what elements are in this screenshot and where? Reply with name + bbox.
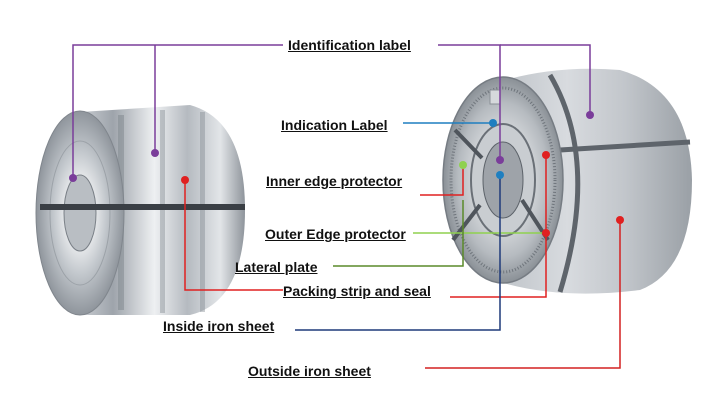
packing-left-leader: [184, 180, 283, 291]
outside-iron-sheet-text: Outside iron sheet: [248, 363, 371, 379]
marker-dot: [459, 161, 467, 169]
marker-dot: [542, 151, 550, 159]
marker-dot: [181, 176, 189, 184]
inside-sheet-leader: [295, 175, 501, 331]
inside-iron-sheet-text: Inside iron sheet: [163, 318, 275, 334]
right-steel-coil: [442, 68, 692, 294]
identification-label-text: Identification label: [288, 37, 411, 53]
marker-dot: [151, 149, 159, 157]
marker-dot: [616, 216, 624, 224]
identification-leaders: [72, 44, 591, 178]
packing-strip-and-seal-text: Packing strip and seal: [283, 283, 431, 299]
indication-label-text: Indication Label: [281, 117, 388, 133]
marker-dot: [489, 119, 497, 127]
lateral-plate-text: Lateral plate: [235, 259, 318, 275]
packing-right-leader: [450, 155, 547, 298]
left-steel-coil: [35, 105, 245, 316]
outside-sheet-leader: [425, 220, 621, 369]
outer-edge-protector-text: Outer Edge protector: [265, 226, 406, 242]
marker-dot: [496, 171, 504, 179]
marker-dot: [69, 174, 77, 182]
inner-edge-protector-text: Inner edge protector: [266, 173, 403, 189]
marker-dot: [586, 111, 594, 119]
marker-dot: [496, 156, 504, 164]
lateral-plate-leader: [333, 200, 464, 267]
inner-edge-leader: [420, 165, 464, 196]
